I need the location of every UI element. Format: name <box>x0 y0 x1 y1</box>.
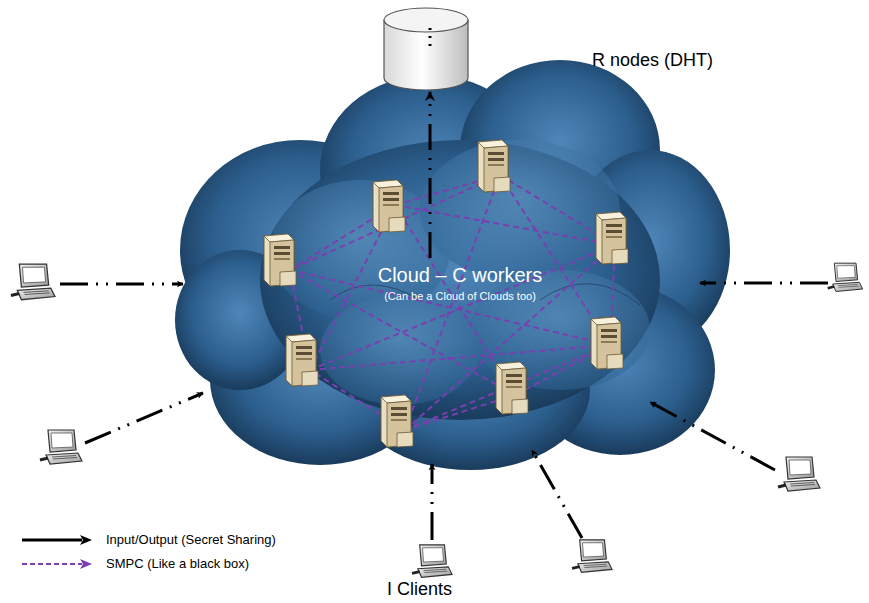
clients-label: I Clients <box>387 579 452 600</box>
cylinder-shape <box>382 6 470 92</box>
smpc-line-sample <box>20 558 100 570</box>
cloud-shape <box>175 60 730 470</box>
cloud-title: Cloud – C workers <box>254 264 666 287</box>
cloud-region: Cloud – C workers (Can be a Cloud of Clou… <box>248 258 672 308</box>
database-label: R nodes (DHT) <box>592 50 713 71</box>
legend-entry: Input/Output (Secret Sharing) <box>20 532 276 547</box>
database-cylinder: R nodes (DHT) <box>382 6 470 92</box>
smpc-mesh <box>290 175 615 430</box>
legend-text: Input/Output (Secret Sharing) <box>106 532 276 547</box>
legend-entry: SMPC (Like a black box) <box>20 556 249 571</box>
cloud-subtitle: (Can be a Cloud of Clouds too) <box>254 290 666 302</box>
legend-text: SMPC (Like a black box) <box>106 556 249 571</box>
io-line-sample <box>20 534 100 546</box>
dht-link <box>429 92 432 258</box>
